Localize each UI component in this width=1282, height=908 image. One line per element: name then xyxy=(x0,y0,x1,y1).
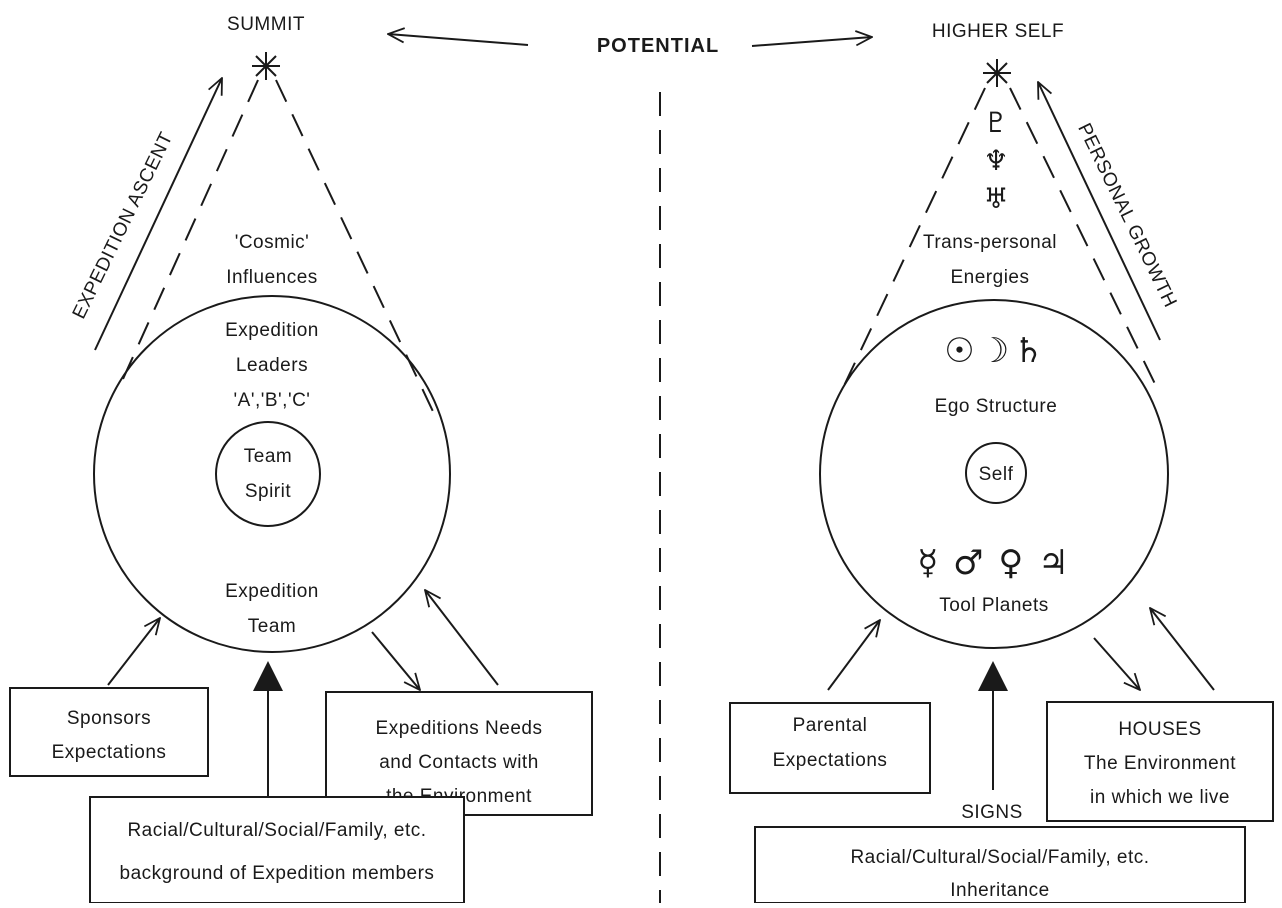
ego-planets-icon: ☉☽♄ xyxy=(944,331,1047,371)
expedition-team-line1: Expedition xyxy=(225,581,319,602)
left-cone-line-left xyxy=(117,79,259,391)
needs-line1: Expeditions Needs xyxy=(376,718,543,739)
houses-outgoing-arrow xyxy=(1093,637,1140,690)
parental-line1: Parental xyxy=(793,715,868,736)
leaders-line2: Leaders xyxy=(236,355,308,376)
potential-to-higher-self-arrow xyxy=(751,37,872,47)
tool-planets-label: Tool Planets xyxy=(939,595,1049,616)
sponsors-arrow xyxy=(107,618,160,686)
background-box xyxy=(89,796,465,904)
inheritance-line1: Racial/Cultural/Social/Family, etc. xyxy=(850,847,1149,868)
parental-box xyxy=(729,702,931,794)
houses-line1: HOUSES xyxy=(1118,719,1201,740)
parental-arrow xyxy=(827,620,880,691)
leaders-line3: 'A','B','C' xyxy=(234,390,311,411)
team-spirit-line2: Spirit xyxy=(245,481,292,502)
pluto-icon: ♇ xyxy=(983,106,1008,139)
cosmic-influences-line1: 'Cosmic' xyxy=(235,232,310,253)
expedition-ascent-arrow xyxy=(94,78,222,351)
sponsors-line2: Expectations xyxy=(52,742,167,763)
neptune-icon: ♆ xyxy=(983,144,1008,177)
summit-label: SUMMIT xyxy=(227,14,305,35)
self-label: Self xyxy=(979,464,1014,485)
sponsors-box xyxy=(9,687,209,777)
self-inner-circle xyxy=(965,442,1027,504)
houses-incoming-arrow xyxy=(1150,608,1215,691)
tool-planets-icon: ☿ ♂ ♀ ♃ xyxy=(917,543,1070,583)
potential-label: POTENTIAL xyxy=(597,35,719,57)
parental-line2: Expectations xyxy=(773,750,888,771)
needs-incoming-arrow xyxy=(425,590,499,686)
leaders-line1: Expedition xyxy=(225,320,319,341)
personal-growth-label: PERSONAL GROWTH xyxy=(1073,120,1180,311)
team-spirit-line1: Team xyxy=(244,446,292,467)
needs-line2: and Contacts with xyxy=(379,752,539,773)
trans-personal-line1: Trans-personal xyxy=(923,232,1057,253)
sponsors-line1: Sponsors xyxy=(67,708,151,729)
personal-growth-arrow xyxy=(1038,82,1161,341)
higher-self-label: HIGHER SELF xyxy=(932,21,1064,42)
houses-box xyxy=(1046,701,1274,822)
trans-personal-line2: Energies xyxy=(951,267,1030,288)
team-spirit-circle xyxy=(215,421,321,527)
cosmic-influences-line2: Influences xyxy=(226,267,318,288)
signs-label: SIGNS xyxy=(961,802,1023,823)
higher-self-star-icon xyxy=(983,59,1011,87)
right-cone-line-right xyxy=(1009,87,1159,391)
inheritance-line2: Inheritance xyxy=(950,880,1050,901)
ego-structure-label: Ego Structure xyxy=(935,396,1058,417)
uranus-icon: ♅ xyxy=(983,182,1008,215)
summit-star-icon xyxy=(252,52,280,80)
right-cone-line-left xyxy=(841,87,986,391)
houses-line2: The Environment xyxy=(1084,753,1236,774)
self-circle xyxy=(819,299,1169,649)
houses-line3: in which we live xyxy=(1090,787,1230,808)
background-line1: Racial/Cultural/Social/Family, etc. xyxy=(127,820,426,841)
potential-to-summit-arrow xyxy=(388,34,529,46)
left-cone-line-right xyxy=(275,79,439,423)
background-line2: background of Expedition members xyxy=(120,863,435,884)
expedition-circle xyxy=(93,295,451,653)
needs-outgoing-arrow xyxy=(371,631,420,690)
expedition-team-line2: Team xyxy=(248,616,296,637)
